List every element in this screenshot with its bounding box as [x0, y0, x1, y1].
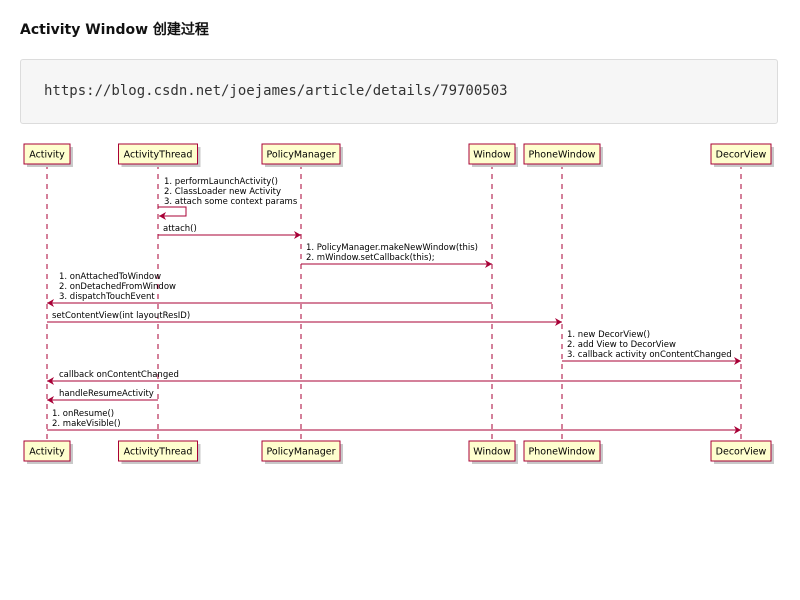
message-1: 1. performLaunchActivity()2. ClassLoader…: [158, 177, 298, 220]
participant-label: Activity: [29, 150, 65, 161]
participant-box: [523, 440, 601, 462]
participant-bottom-activitythread: ActivityThread: [118, 440, 201, 464]
message-label: 2. ClassLoader new Activity: [164, 187, 281, 197]
participant-bottom-decorview: DecorView: [710, 440, 774, 464]
message-label: 1. onResume(): [52, 409, 114, 419]
participant-box: [23, 440, 71, 462]
participant-box: [23, 143, 71, 165]
article-url[interactable]: https://blog.csdn.net/joejames/article/d…: [44, 83, 508, 99]
participant-label: DecorView: [716, 447, 767, 458]
participant-box: [261, 143, 341, 165]
message-2: attach(): [158, 224, 301, 239]
message-8: handleResumeActivity: [47, 389, 158, 404]
participant-label: DecorView: [716, 150, 767, 161]
participant-bottom-policymanager: PolicyManager: [261, 440, 343, 464]
message-9: 1. onResume()2. makeVisible(): [47, 409, 741, 434]
participant-bottom-window: Window: [468, 440, 518, 464]
message-label: callback onContentChanged: [59, 370, 179, 380]
participant-label: Window: [473, 447, 511, 458]
participant-box: [118, 440, 198, 462]
message-label: 1. PolicyManager.makeNewWindow(this): [306, 243, 478, 253]
participant-top-activitythread: ActivityThread: [118, 143, 201, 167]
message-3: 1. PolicyManager.makeNewWindow(this)2. m…: [301, 243, 492, 268]
participant-top-activity: Activity: [23, 143, 73, 167]
participant-label: ActivityThread: [124, 447, 193, 458]
message-label: 2. mWindow.setCallback(this);: [306, 253, 435, 263]
page-title: Activity Window 创建过程: [20, 22, 209, 38]
participant-top-window: Window: [468, 143, 518, 167]
message-label: setContentView(int layoutResID): [52, 311, 190, 321]
message-label: handleResumeActivity: [59, 389, 154, 399]
participant-box: [468, 440, 516, 462]
participant-box: [710, 440, 772, 462]
participant-label: PolicyManager: [267, 447, 336, 458]
participant-label: PhoneWindow: [529, 150, 596, 161]
participant-top-phonewindow: PhoneWindow: [523, 143, 603, 167]
participant-top-policymanager: PolicyManager: [261, 143, 343, 167]
participant-label: ActivityThread: [124, 150, 193, 161]
message-arrow: [158, 206, 187, 220]
participant-label: Activity: [29, 447, 65, 458]
participant-box: [468, 143, 516, 165]
message-label: 3. dispatchTouchEvent: [59, 292, 155, 302]
participant-top-decorview: DecorView: [710, 143, 774, 167]
participant-bottom-phonewindow: PhoneWindow: [523, 440, 603, 464]
message-label: 2. onDetachedFromWindow: [59, 282, 176, 292]
message-5: setContentView(int layoutResID): [47, 311, 562, 326]
code-block: https://blog.csdn.net/joejames/article/d…: [20, 59, 778, 124]
participant-box: [261, 440, 341, 462]
message-6: 1. new DecorView()2. add View to DecorVi…: [562, 330, 741, 365]
message-7: callback onContentChanged: [47, 370, 741, 385]
message-label: 1. performLaunchActivity(): [164, 177, 278, 187]
message-label: attach(): [163, 224, 197, 234]
participant-label: PolicyManager: [267, 150, 336, 161]
participant-label: PhoneWindow: [529, 447, 596, 458]
message-label: 1. onAttachedToWindow: [59, 272, 161, 282]
message-label: 3. attach some context params: [164, 197, 298, 207]
message-label: 1. new DecorView(): [567, 330, 650, 340]
message-label: 2. makeVisible(): [52, 419, 121, 429]
participant-bottom-activity: Activity: [23, 440, 73, 464]
participant-box: [118, 143, 198, 165]
participant-box: [710, 143, 772, 165]
participant-label: Window: [473, 150, 511, 161]
participant-box: [523, 143, 601, 165]
message-label: 3. callback activity onContentChanged: [567, 350, 732, 360]
message-label: 2. add View to DecorView: [567, 340, 676, 350]
